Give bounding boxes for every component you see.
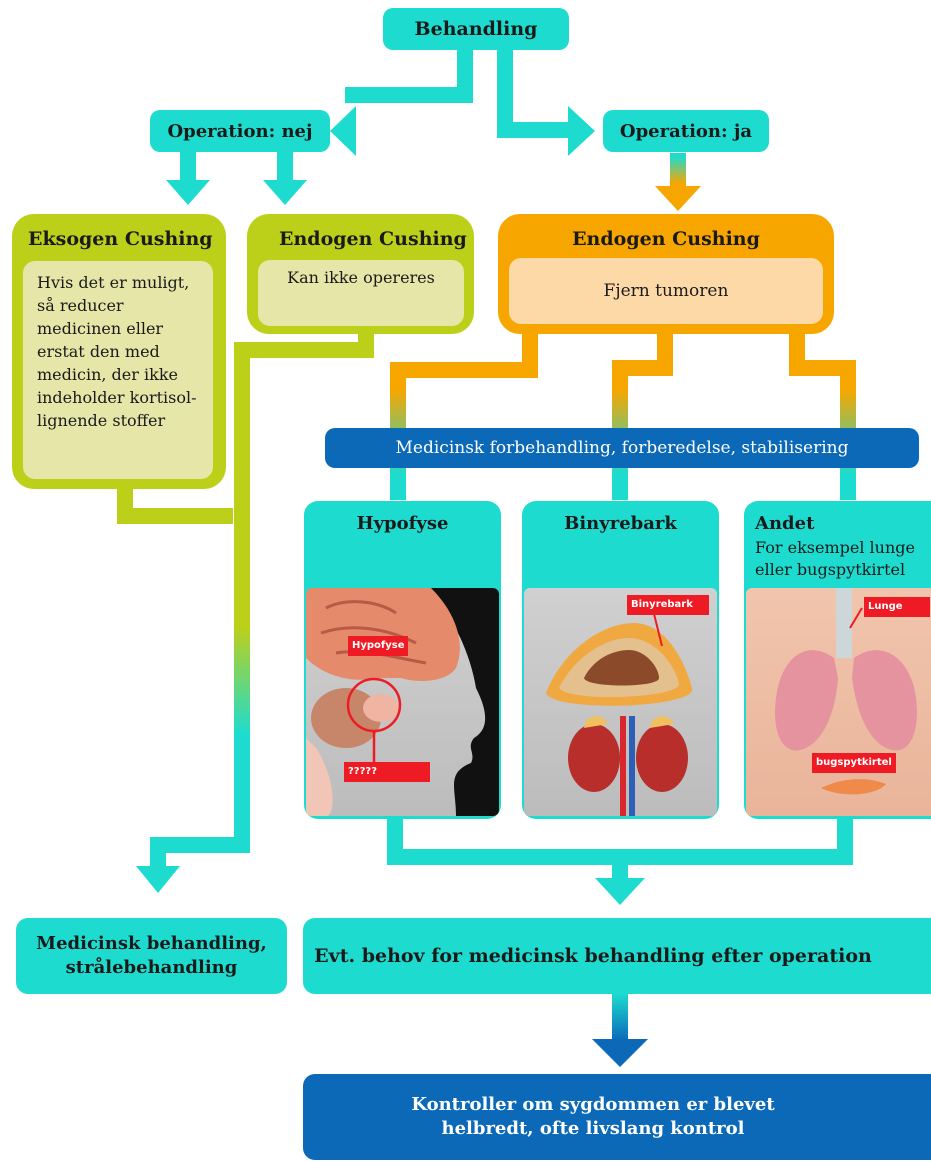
other-image: Lunge bugspytkirtel xyxy=(746,588,931,816)
op-no-arrows xyxy=(166,150,307,205)
endogenous-operable-text: Fjern tumoren xyxy=(509,258,823,324)
right-branch-lines xyxy=(390,330,856,500)
treatment-label: Behandling xyxy=(414,18,538,40)
medical-treatment-node: Medicinsk behandling, strålebehandling xyxy=(16,918,287,994)
exogenous-title: Eksogen Cushing xyxy=(28,228,213,250)
top-split-lines xyxy=(330,50,595,156)
adrenal-cortex-panel: Binyrebark Binyrebark xyxy=(522,501,719,819)
operation-yes-label: Operation: ja xyxy=(619,120,753,142)
other-image-label-pancreas: bugspytkirtel xyxy=(812,753,896,773)
endogenous-inoperable-box: Endogen Cushing Kan ikke opereres xyxy=(247,214,474,334)
exogenous-text: Hvis det er muligt, så reducer medicinen… xyxy=(23,261,213,479)
operation-no-label: Operation: nej xyxy=(167,120,313,142)
operation-no-node: Operation: nej xyxy=(150,110,330,152)
operation-yes-node: Operation: ja xyxy=(603,110,769,152)
pretreatment-bar: Medicinsk forbehandling, forberedelse, s… xyxy=(325,428,919,468)
post-op-label: Evt. behov for medicinsk behandling efte… xyxy=(314,945,872,967)
left-branch-lines xyxy=(117,330,374,893)
endogenous-inoperable-text: Kan ikke opereres xyxy=(258,260,464,326)
post-op-node: Evt. behov for medicinsk behandling efte… xyxy=(303,918,931,994)
adrenal-illustration xyxy=(546,605,693,816)
lungs-illustration xyxy=(775,588,917,795)
exogenous-cushing-box: Eksogen Cushing Hvis det er muligt, så r… xyxy=(12,214,226,489)
other-image-label-lung: Lunge xyxy=(864,597,930,617)
other-subtitle: For eksempel lunge eller bugspytkirtel xyxy=(755,538,915,579)
adrenal-cortex-image: Binyrebark xyxy=(524,588,717,816)
other-title: Andet xyxy=(755,513,815,534)
head-illustration xyxy=(306,588,499,816)
pituitary-panel: Hypofyse Hypofyse ????? xyxy=(304,501,501,819)
adrenal-cortex-image-label: Binyrebark xyxy=(627,595,709,615)
adrenal-cortex-title: Binyrebark xyxy=(564,513,677,534)
panel-merge-lines xyxy=(387,815,853,905)
endogenous-operable-box: Endogen Cushing Fjern tumoren xyxy=(498,214,834,334)
final-arrow xyxy=(592,993,648,1067)
follow-up-control-node: Kontroller om sygdommen er blevet helbre… xyxy=(303,1074,931,1160)
pituitary-title: Hypofyse xyxy=(356,513,449,534)
treatment-node: Behandling xyxy=(383,8,569,50)
medical-treatment-label: Medicinsk behandling, strålebehandling xyxy=(36,933,267,978)
pituitary-image-label-secondary: ????? xyxy=(344,762,430,782)
follow-up-control-label: Kontroller om sygdommen er blevet helbre… xyxy=(411,1094,775,1139)
pretreatment-label: Medicinsk forbehandling, forberedelse, s… xyxy=(395,438,849,458)
pituitary-image-label: Hypofyse xyxy=(348,636,408,656)
pituitary-image: Hypofyse ????? xyxy=(306,588,499,816)
endogenous-inoperable-title: Endogen Cushing xyxy=(279,228,467,250)
other-panel: Andet For eksempel lunge eller bugspytki… xyxy=(744,501,931,819)
op-yes-arrow xyxy=(655,153,701,211)
endogenous-operable-title: Endogen Cushing xyxy=(572,228,760,250)
